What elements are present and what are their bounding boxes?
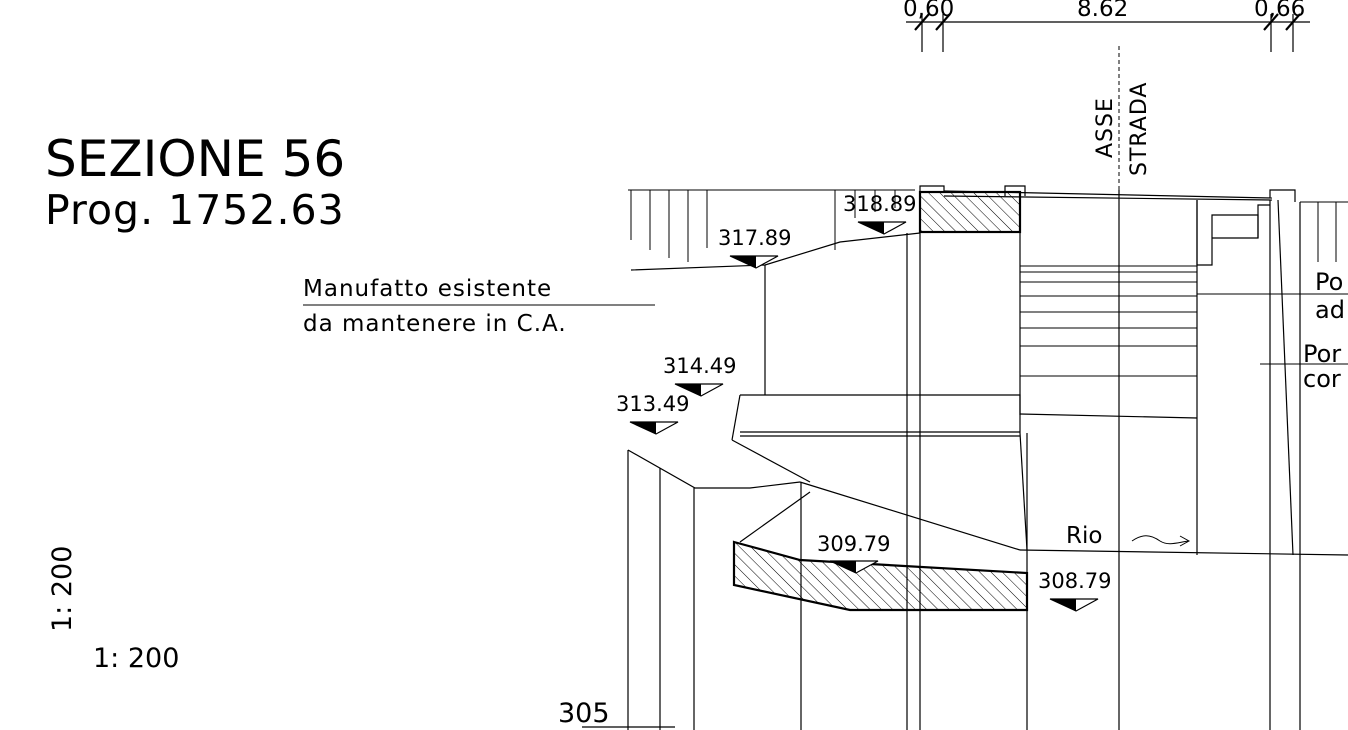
elevation-317: 317.89	[718, 226, 791, 269]
dimension-line: 0,60 8.62 0,66	[903, 0, 1310, 52]
existing-slab	[731, 394, 1021, 441]
elev-308-label: 308.79	[1038, 569, 1111, 593]
right-label-b2: cor	[1303, 365, 1341, 393]
left-curb-hatched	[918, 190, 1022, 234]
elevation-314: 314.49	[663, 354, 736, 397]
horizontal-scale: 1: 200	[93, 643, 179, 674]
road-structure	[918, 185, 1348, 419]
axis-label-2: STRADA	[1127, 82, 1152, 176]
foundation-slab-hatched	[732, 540, 1029, 612]
section-title: SEZIONE 56	[45, 130, 345, 188]
existing-structure-note: Manufatto esistente da mantenere in C.A.	[303, 276, 655, 337]
right-label-a2: ad	[1315, 296, 1345, 324]
elev-313-label: 313.49	[616, 392, 689, 416]
elevation-309: 309.79	[817, 532, 890, 574]
upper-terrain-line	[630, 232, 921, 271]
right-label-a1: Po	[1315, 268, 1343, 296]
terrain-hatch	[628, 189, 1348, 262]
right-label-b1: Por	[1303, 340, 1341, 368]
elevation-318: 318.89	[843, 192, 916, 235]
elevation-308: 308.79	[1038, 569, 1111, 612]
lower-profile	[627, 190, 1348, 730]
note-line-2: da mantenere in C.A.	[303, 311, 567, 337]
elev-318-label: 318.89	[843, 192, 916, 216]
elev-309-label: 309.79	[817, 532, 890, 556]
river-label: Rio	[1066, 523, 1102, 549]
elevation-313: 313.49	[616, 392, 689, 435]
dim-middle: 8.62	[1077, 0, 1128, 22]
elev-317-label: 317.89	[718, 226, 791, 250]
flow-arrow-icon	[1131, 535, 1191, 547]
progressive-label: Prog. 1752.63	[45, 186, 345, 234]
note-line-1: Manufatto esistente	[303, 276, 552, 302]
dim-left: 0,60	[903, 0, 954, 22]
elev-314-label: 314.49	[663, 354, 736, 378]
datum-label: 305	[558, 698, 610, 729]
dim-right: 0,66	[1254, 0, 1305, 22]
axis-label-1: ASSE	[1093, 97, 1118, 158]
vertical-scale: 1: 200	[47, 546, 78, 632]
